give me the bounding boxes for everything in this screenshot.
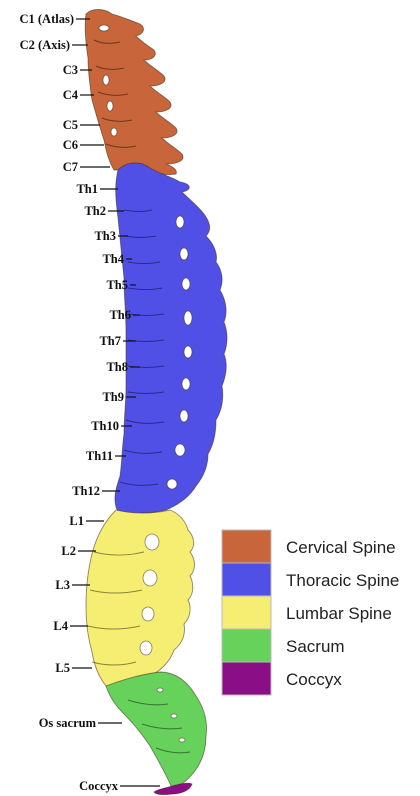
lumbar-spine-shape [86,510,195,686]
label-l4: L4 [53,619,68,633]
label-c2: C2 (Axis) [20,38,70,52]
legend-label-thoracic: Thoracic Spine [286,571,399,590]
label-th5: Th5 [106,278,128,292]
thoracic-spine-shape [115,163,227,513]
cervical-region [85,10,183,175]
thoracic-region [115,163,227,513]
label-th6: Th6 [109,308,131,322]
label-c7: C7 [63,160,78,174]
label-c3: C3 [63,63,78,77]
sacrum-shape [106,672,207,788]
label-th12: Th12 [72,484,100,498]
legend-item-sacrum: Sacrum [222,629,345,662]
label-c6: C6 [63,138,78,152]
label-os-sacrum: Os sacrum [39,716,97,730]
label-l5: L5 [55,661,70,675]
lumbar-region [86,510,195,686]
label-c5: C5 [63,118,78,132]
label-th3: Th3 [94,229,116,243]
legend-label-cervical: Cervical Spine [286,538,396,557]
legend-label-coccyx: Coccyx [286,670,342,689]
legend-swatch-sacrum [222,629,271,662]
legend-item-cervical: Cervical Spine [222,530,396,563]
label-th2: Th2 [84,204,106,218]
label-th10: Th10 [91,419,119,433]
label-th1: Th1 [76,182,98,196]
label-th7: Th7 [99,334,121,348]
label-c1: C1 (Atlas) [19,12,74,26]
label-l3: L3 [55,578,70,592]
legend: Cervical Spine Thoracic Spine Lumbar Spi… [222,530,399,695]
label-th9: Th9 [102,390,124,404]
label-l2: L2 [61,544,76,558]
label-th8: Th8 [106,360,128,374]
cervical-spine-shape [85,10,183,175]
sacrum-region [106,672,207,788]
label-th11: Th11 [86,449,113,463]
label-l1: L1 [69,514,84,528]
legend-item-coccyx: Coccyx [222,662,342,695]
legend-swatch-lumbar [222,596,271,629]
legend-label-lumbar: Lumbar Spine [286,604,392,623]
legend-swatch-thoracic [222,563,271,596]
legend-label-sacrum: Sacrum [286,637,345,656]
legend-item-lumbar: Lumbar Spine [222,596,392,629]
legend-swatch-cervical [222,530,271,563]
legend-swatch-coccyx [222,662,271,695]
legend-item-thoracic: Thoracic Spine [222,563,399,596]
label-c4: C4 [63,88,79,102]
label-coccyx: Coccyx [79,779,119,793]
label-th4: Th4 [102,252,124,266]
